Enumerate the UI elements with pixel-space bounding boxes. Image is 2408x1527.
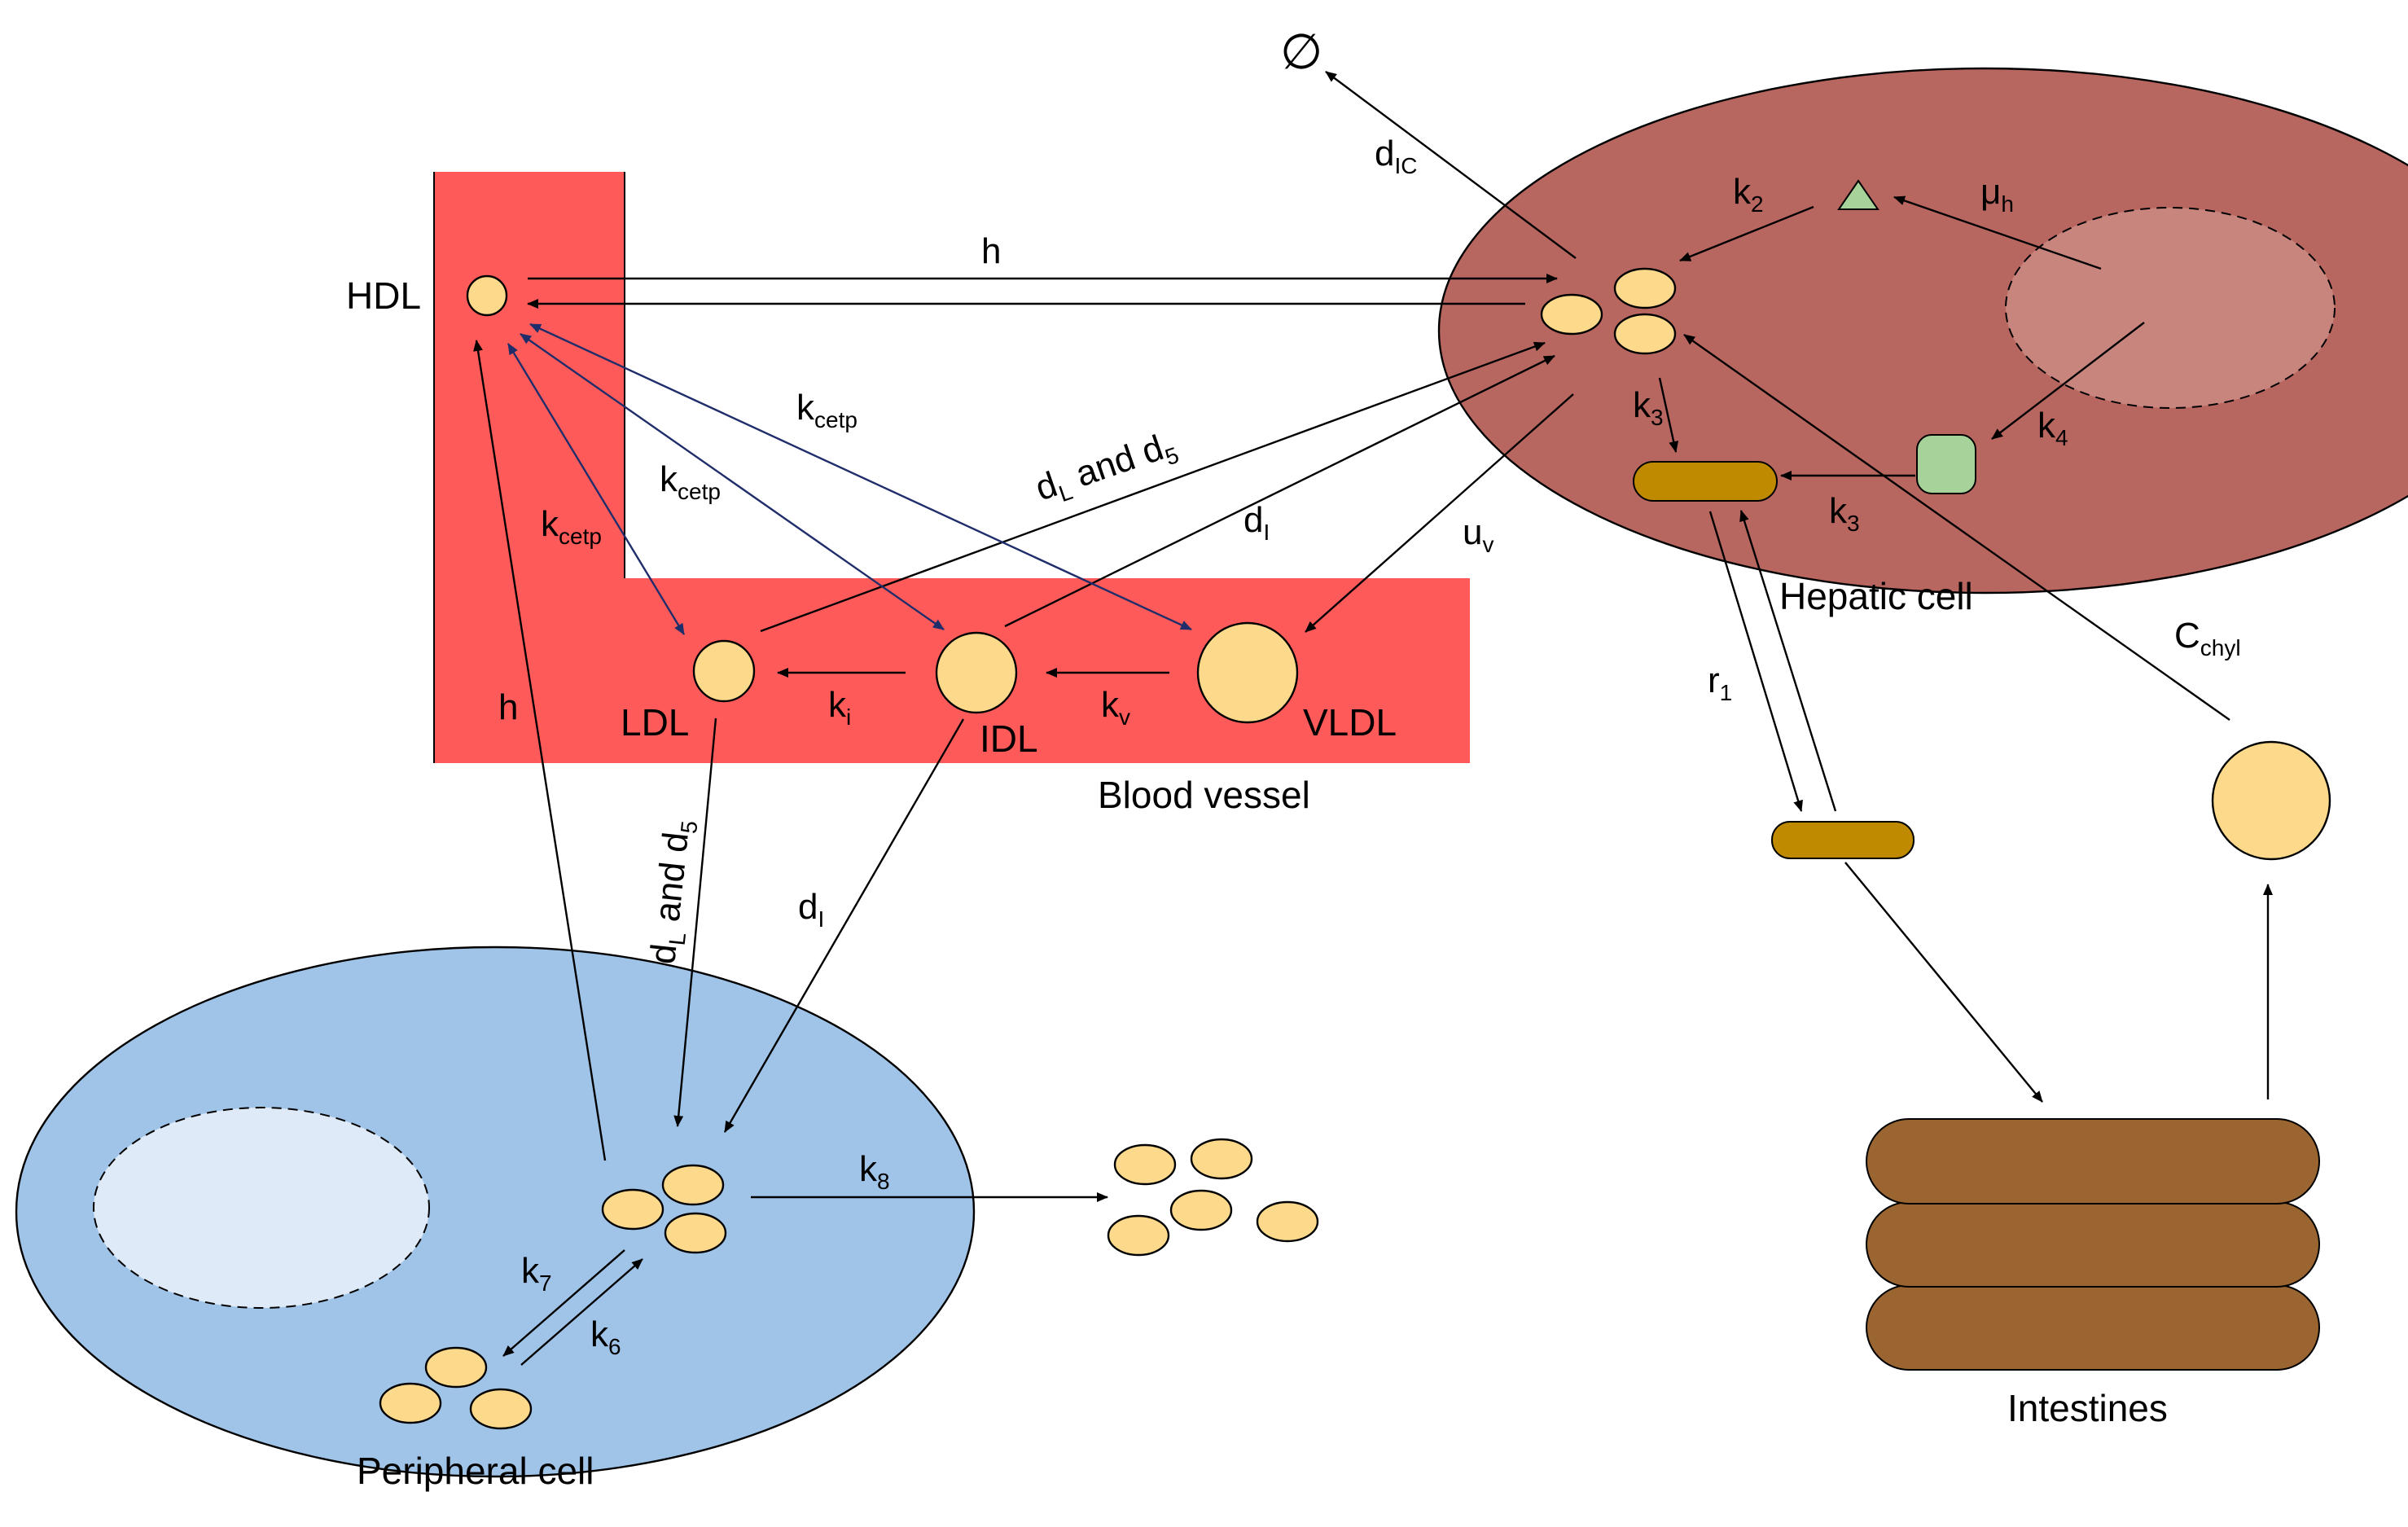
sink-symbol: ∅: [1280, 24, 1322, 79]
rate-r1: r1: [1708, 660, 1732, 705]
rate-kv: kv: [1101, 685, 1130, 730]
rate-dI-bottom: dI: [798, 887, 824, 932]
rate-kcetp-3: kcetp: [796, 388, 857, 432]
ldl-particle: [692, 639, 756, 703]
rate-dI-top: dI: [1243, 500, 1270, 545]
rate-h-left: h: [498, 687, 518, 727]
rate-dL-d5-top: dL and d5: [1030, 423, 1182, 513]
rate-h-top: h: [981, 231, 1001, 271]
idl-label: IDL: [980, 717, 1038, 760]
rate-k8: k8: [859, 1149, 890, 1194]
rate-k7: k7: [521, 1251, 552, 1296]
hepatic-bile-acid: [1633, 461, 1778, 502]
vldl-particle: [1196, 621, 1299, 724]
rate-uv: uv: [1463, 512, 1493, 557]
vldl-label: VLDL: [1303, 701, 1397, 744]
rate-Cchyl: Cchyl: [2174, 616, 2241, 660]
rate-k6: k6: [590, 1314, 621, 1359]
hepatic-cell-label: Hepatic cell: [1779, 575, 1973, 617]
chylomicron-particle: [2211, 740, 2331, 861]
rate-kcetp-2: kcetp: [660, 459, 721, 504]
peripheral-cell-label: Peripheral cell: [357, 1450, 594, 1492]
rate-muh: μh: [1980, 172, 2014, 217]
hepatic-nucleus: [2005, 207, 2336, 409]
rate-kcetp-1: kcetp: [541, 504, 602, 549]
rate-dL-d5-left: dL and d5: [643, 818, 702, 967]
rate-dIC: dIC: [1375, 134, 1417, 178]
excreted-cholesterol: [1107, 1138, 1319, 1257]
hdl-particle: [466, 274, 508, 317]
peripheral-stored-pool: [379, 1346, 533, 1430]
rate-k4: k4: [2037, 406, 2068, 450]
intestinal-bile-acid: [1771, 821, 1915, 859]
synthesis-triangle: [1837, 179, 1879, 210]
peripheral-cell: [15, 946, 976, 1478]
peripheral-nucleus: [93, 1107, 430, 1309]
synthesis-square: [1916, 434, 1976, 494]
hdl-label: HDL: [346, 274, 421, 317]
hepatic-cholesterol-pool: [1540, 267, 1677, 355]
peripheral-cholesterol-pool: [601, 1164, 727, 1254]
intestines: [1866, 1118, 2320, 1371]
rate-ki: ki: [828, 685, 851, 730]
idl-particle: [935, 631, 1018, 714]
blood-vessel-label: Blood vessel: [1098, 774, 1310, 816]
rate-k3-upper: k3: [1633, 385, 1664, 430]
intestines-label: Intestines: [2007, 1387, 2168, 1429]
rate-k2: k2: [1733, 172, 1764, 217]
arrows: [473, 71, 2273, 1366]
rate-k3-lower: k3: [1829, 491, 1860, 536]
ldl-label: LDL: [621, 701, 689, 744]
